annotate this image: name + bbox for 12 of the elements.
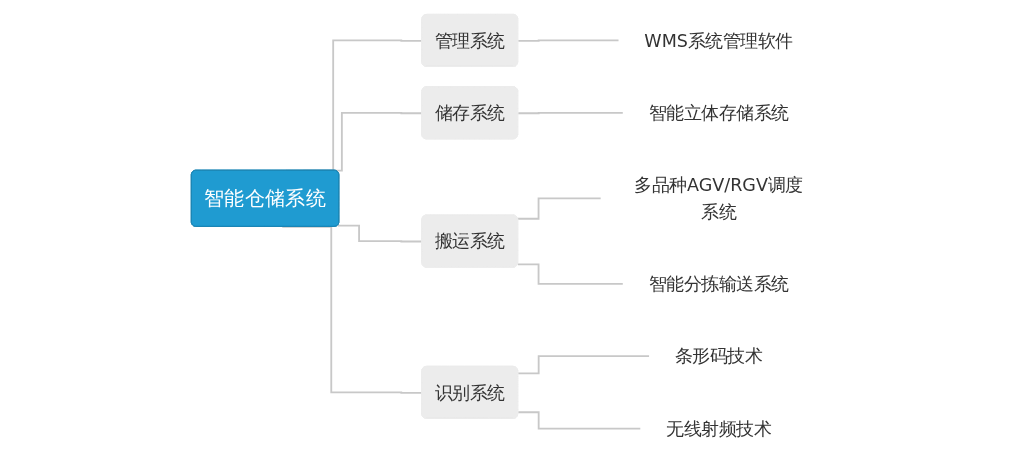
connector <box>517 197 602 220</box>
node-text: 无线射频技术 <box>666 418 772 439</box>
connector <box>517 39 620 42</box>
node-text: 智能分拣输送系统 <box>648 273 789 294</box>
node-text: 多品种AGV/RGV调度系统 <box>634 174 803 222</box>
connector <box>517 355 650 375</box>
connector <box>517 411 642 430</box>
node-text: 智能立体存储系统 <box>648 102 789 123</box>
connector <box>517 263 624 285</box>
connector <box>517 111 624 115</box>
node-text: 条形码技术 <box>674 345 763 367</box>
node-text: WMS系统管理软件 <box>644 30 794 51</box>
